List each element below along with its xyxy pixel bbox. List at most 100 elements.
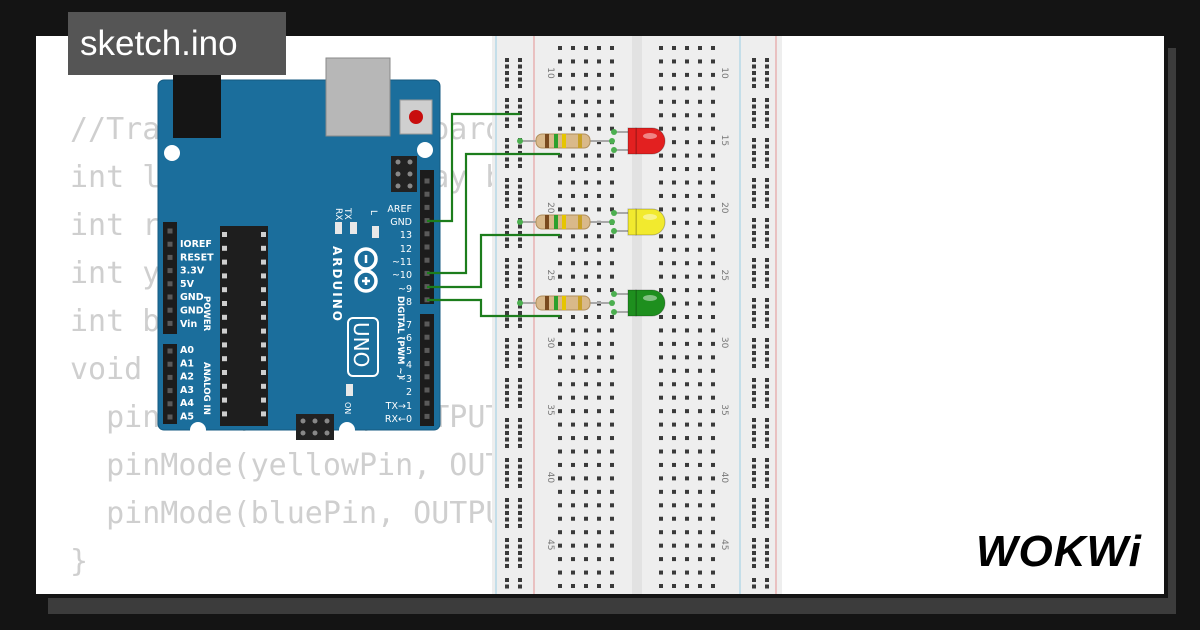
breadboard-rail-hole[interactable] (765, 111, 769, 115)
breadboard-rail-hole[interactable] (505, 324, 509, 328)
breadboard-hole[interactable] (610, 328, 614, 333)
breadboard-hole[interactable] (685, 113, 689, 118)
breadboard-rail-hole[interactable] (752, 298, 756, 302)
breadboard-rail-hole[interactable] (518, 511, 522, 515)
breadboard-hole[interactable] (672, 449, 676, 454)
breadboard-hole[interactable] (659, 530, 663, 535)
breadboard-hole[interactable] (610, 86, 614, 91)
breadboard-rail-hole[interactable] (765, 551, 769, 555)
breadboard-rail-hole[interactable] (765, 258, 769, 262)
breadboard-hole[interactable] (558, 530, 562, 535)
led-red[interactable] (627, 127, 666, 155)
breadboard-rail-hole[interactable] (505, 244, 509, 248)
breadboard-hole[interactable] (610, 489, 614, 494)
breadboard-hole[interactable] (571, 395, 575, 400)
breadboard-rail-hole[interactable] (765, 418, 769, 422)
breadboard-hole[interactable] (711, 46, 715, 50)
breadboard-rail-hole[interactable] (505, 384, 509, 389)
breadboard-hole[interactable] (597, 46, 601, 50)
breadboard-rail-hole[interactable] (765, 271, 769, 275)
breadboard-hole[interactable] (571, 234, 575, 239)
header-pin[interactable] (167, 281, 173, 287)
breadboard-hole[interactable] (597, 543, 601, 548)
breadboard-hole[interactable] (659, 516, 663, 521)
breadboard-rail-hole[interactable] (765, 157, 769, 162)
breadboard-rail-hole[interactable] (752, 98, 756, 102)
breadboard-hole[interactable] (597, 341, 601, 346)
breadboard-hole[interactable] (711, 584, 715, 588)
breadboard-hole[interactable] (659, 422, 663, 427)
header-pin[interactable] (167, 388, 173, 394)
breadboard-hole[interactable] (711, 382, 715, 387)
breadboard-hole[interactable] (698, 113, 702, 118)
breadboard-hole[interactable] (571, 261, 575, 266)
breadboard-rail-hole[interactable] (752, 271, 756, 275)
breadboard-hole[interactable] (698, 167, 702, 172)
breadboard-hole[interactable] (571, 126, 575, 131)
breadboard-hole[interactable] (610, 516, 614, 521)
wire-pin8[interactable] (427, 298, 560, 318)
breadboard-rail-hole[interactable] (505, 271, 509, 275)
breadboard-rail-hole[interactable] (518, 544, 522, 549)
breadboard-hole[interactable] (571, 167, 575, 172)
breadboard-rail-hole[interactable] (752, 524, 756, 528)
breadboard-rail-hole[interactable] (752, 498, 756, 502)
breadboard-hole[interactable] (659, 180, 663, 185)
breadboard-hole[interactable] (584, 584, 588, 588)
breadboard-rail-hole[interactable] (518, 71, 522, 75)
breadboard-hole[interactable] (571, 113, 575, 118)
breadboard-hole[interactable] (711, 288, 715, 293)
breadboard-rail-hole[interactable] (765, 237, 769, 242)
breadboard-hole[interactable] (571, 436, 575, 441)
breadboard-rail-hole[interactable] (518, 538, 522, 542)
breadboard-rail-hole[interactable] (765, 151, 769, 155)
breadboard-rail-hole[interactable] (518, 98, 522, 102)
breadboard-rail-hole[interactable] (518, 464, 522, 469)
breadboard-rail-hole[interactable] (765, 117, 769, 122)
breadboard-hole[interactable] (558, 355, 562, 360)
breadboard-hole[interactable] (610, 422, 614, 427)
breadboard-hole[interactable] (659, 503, 663, 508)
breadboard-rail-hole[interactable] (518, 477, 522, 482)
breadboard-hole[interactable] (698, 59, 702, 64)
breadboard-rail-hole[interactable] (765, 471, 769, 475)
breadboard-hole[interactable] (610, 59, 614, 64)
breadboard-rail-hole[interactable] (765, 298, 769, 302)
breadboard-rail-hole[interactable] (765, 351, 769, 355)
breadboard-rail-hole[interactable] (765, 324, 769, 328)
breadboard-hole[interactable] (584, 207, 588, 212)
breadboard-hole[interactable] (698, 543, 702, 548)
wire-pin9[interactable] (427, 233, 560, 289)
breadboard-rail-hole[interactable] (765, 578, 769, 582)
breadboard-hole[interactable] (711, 530, 715, 535)
breadboard-hole[interactable] (584, 234, 588, 239)
breadboard-hole[interactable] (685, 503, 689, 508)
breadboard-rail-hole[interactable] (518, 64, 522, 69)
breadboard-hole[interactable] (610, 409, 614, 414)
breadboard-rail-hole[interactable] (765, 477, 769, 482)
breadboard-hole[interactable] (558, 476, 562, 481)
header-pin[interactable] (167, 241, 173, 247)
arduino-uno-board[interactable]: TX RX L ON ARDUINO UNO DIGITAL (PWM ~) P… (157, 57, 441, 440)
breadboard-hole[interactable] (597, 584, 601, 588)
breadboard-rail-hole[interactable] (505, 117, 509, 122)
breadboard-rail-hole[interactable] (518, 384, 522, 389)
breadboard-rail-hole[interactable] (505, 464, 509, 469)
breadboard-hole[interactable] (610, 99, 614, 104)
breadboard-hole[interactable] (698, 328, 702, 333)
breadboard-hole[interactable] (584, 489, 588, 494)
wire-pin10[interactable] (427, 152, 560, 275)
breadboard-hole[interactable] (672, 409, 676, 414)
breadboard-hole[interactable] (610, 193, 614, 198)
breadboard-hole[interactable] (711, 140, 715, 145)
breadboard-hole[interactable] (610, 180, 614, 185)
breadboard-rail-hole[interactable] (765, 104, 769, 109)
breadboard-hole[interactable] (610, 462, 614, 467)
breadboard-rail-hole[interactable] (765, 284, 769, 288)
breadboard-rail-hole[interactable] (752, 464, 756, 469)
breadboard-hole[interactable] (711, 368, 715, 373)
breadboard-rail-hole[interactable] (505, 564, 509, 568)
breadboard-hole[interactable] (659, 247, 663, 252)
breadboard-hole[interactable] (571, 288, 575, 293)
breadboard-hole[interactable] (597, 72, 601, 77)
